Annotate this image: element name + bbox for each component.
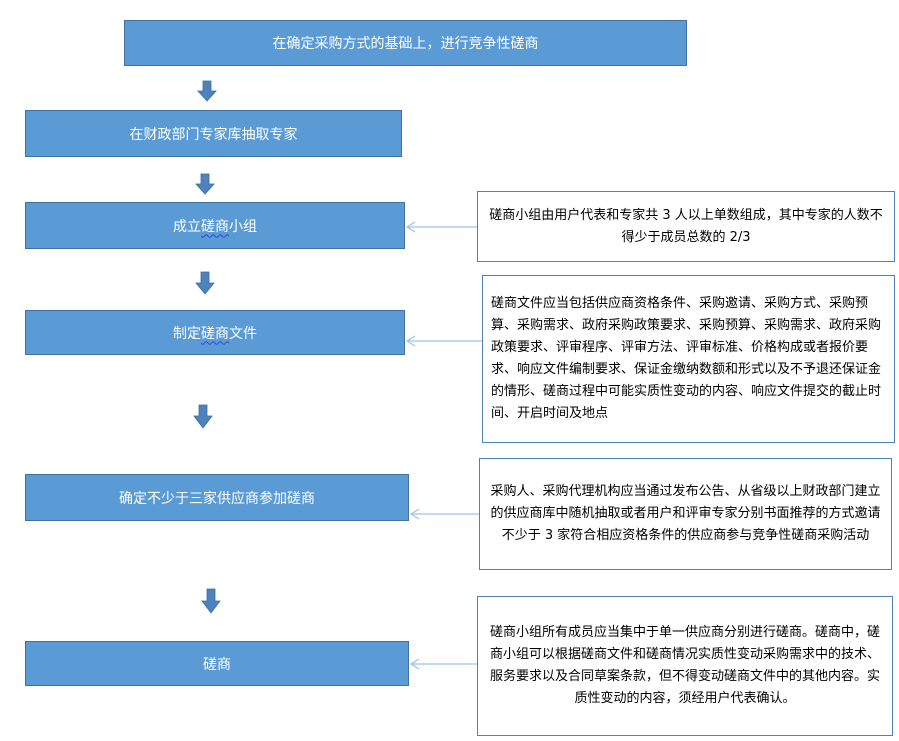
connector-2-head	[405, 335, 416, 347]
note-box-2-text: 磋商文件应当包括供应商资格条件、采购邀请、采购方式、采购预算、采购需求、政府采购…	[491, 296, 882, 421]
flow-step-2-label: 在财政部门专家库抽取专家	[129, 126, 298, 143]
flow-step-6-label: 磋商	[203, 656, 231, 673]
connector-1-head	[405, 221, 416, 233]
note-box-4: 磋商小组所有成员应当集中于单一供应商分别进行磋商。磋商中，磋商小组可以根据磋商文…	[477, 596, 893, 736]
flow-step-1: 在确定采购方式的基础上，进行竞争性磋商	[124, 20, 687, 66]
connector-4-head	[409, 658, 420, 670]
flow-step-6: 磋商	[25, 641, 409, 686]
connector-3-head	[409, 508, 420, 520]
flow-step-5: 确定不少于三家供应商参加磋商	[25, 474, 409, 521]
flow-step-2: 在财政部门专家库抽取专家	[25, 110, 402, 157]
note-box-2: 磋商文件应当包括供应商资格条件、采购邀请、采购方式、采购预算、采购需求、政府采购…	[482, 275, 895, 443]
note-box-1-text: 磋商小组由用户代表和专家共 3 人以上单数组成，其中专家的人数不得少于成员总数的…	[489, 207, 883, 245]
flow-step-4-label: 制定磋商文件	[173, 325, 257, 342]
down-arrow-1	[197, 80, 217, 102]
flow-step-1-label: 在确定采购方式的基础上，进行竞争性磋商	[272, 36, 539, 52]
down-arrow-3	[195, 271, 215, 295]
note-box-3-text: 采购人、采购代理机构应当通过发布公告、从省级以上财政部门建立的供应商库中随机抽取…	[490, 484, 881, 543]
note-box-4-text: 磋商小组所有成员应当集中于单一供应商分别进行磋商。磋商中，磋商小组可以根据磋商文…	[489, 625, 880, 706]
note-box-1: 磋商小组由用户代表和专家共 3 人以上单数组成，其中专家的人数不得少于成员总数的…	[477, 191, 895, 262]
down-arrow-2	[195, 173, 215, 195]
flow-step-5-label: 确定不少于三家供应商参加磋商	[119, 490, 315, 507]
note-box-3: 采购人、采购代理机构应当通过发布公告、从省级以上财政部门建立的供应商库中随机抽取…	[479, 458, 892, 570]
flow-step-3: 成立磋商小组	[25, 202, 405, 249]
flow-step-4: 制定磋商文件	[25, 310, 405, 355]
flow-step-3-label: 成立磋商小组	[173, 218, 257, 235]
down-arrow-4	[193, 404, 213, 429]
down-arrow-5	[201, 588, 221, 614]
